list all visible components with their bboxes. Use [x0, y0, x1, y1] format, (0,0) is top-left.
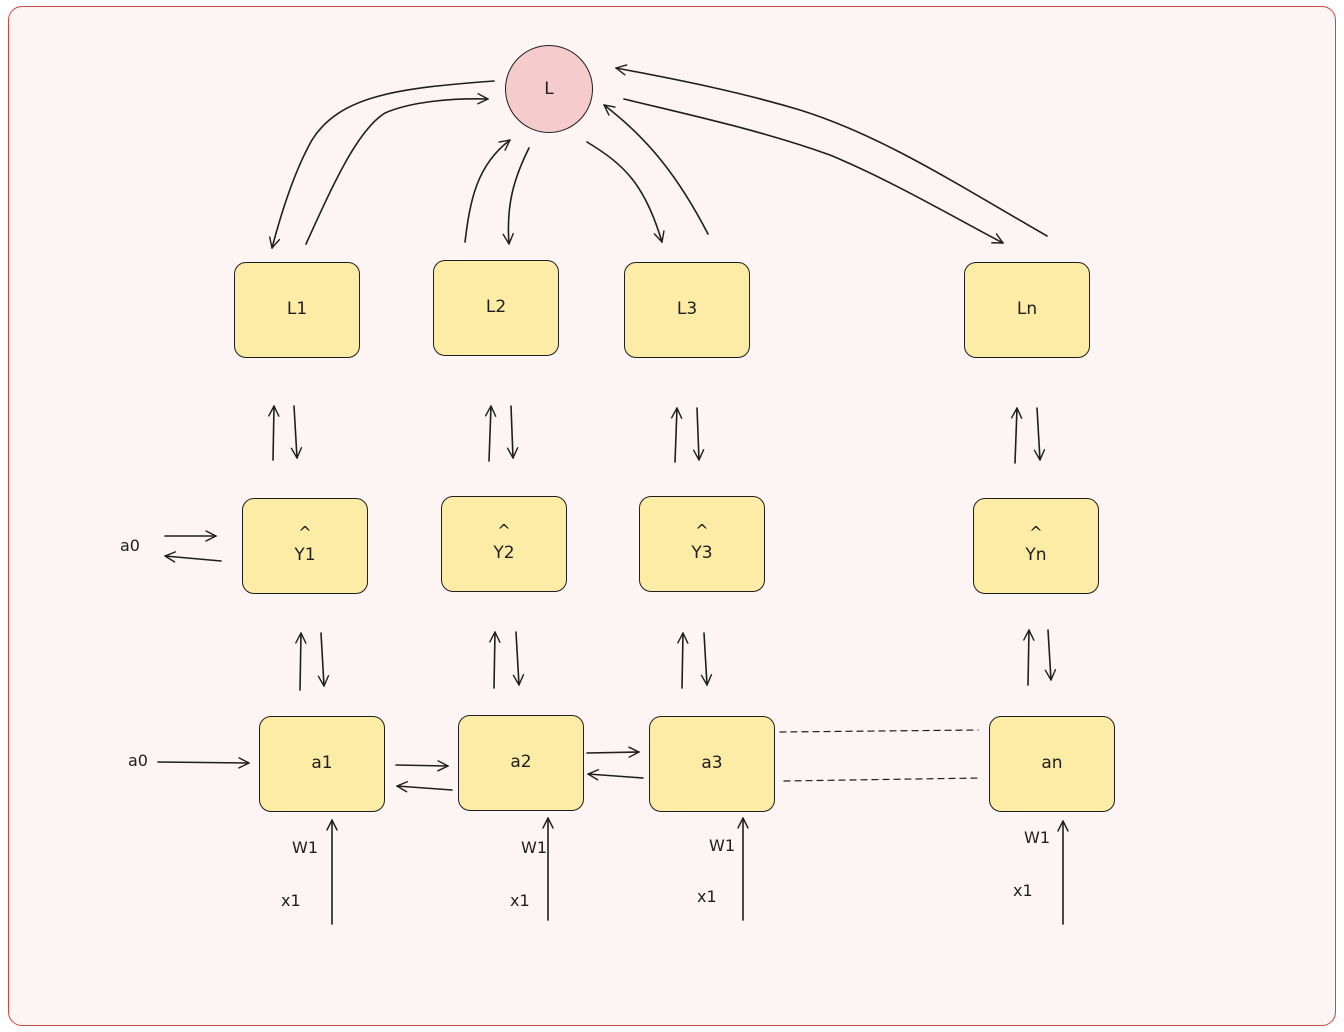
- initial-state-label: a0: [120, 536, 140, 555]
- edge-a2-to-a3: [586, 746, 640, 758]
- loss-node-l1: L1: [234, 262, 360, 358]
- activation-node-a3: a3: [649, 716, 775, 812]
- dashed-link-bottom: [783, 777, 981, 782]
- edge-l1-to-y1: [290, 405, 303, 459]
- edge-l-to-l1: [269, 80, 495, 249]
- edge-a3-to-y3: [677, 632, 689, 689]
- hat-symbol: ^: [1029, 523, 1043, 543]
- input-label: x1: [510, 891, 530, 910]
- loss-node-l3: L3: [624, 262, 750, 358]
- input-label: x1: [281, 891, 301, 910]
- edge-y1-to-a0: [164, 551, 222, 563]
- prediction-node-y3: ^ Y3: [639, 496, 765, 592]
- edge-ln-to-l: [615, 64, 1048, 237]
- edge-y3-to-l3: [670, 407, 683, 463]
- prediction-label: Y2: [493, 543, 515, 564]
- prediction-node-y1: ^ Y1: [242, 498, 368, 594]
- dashed-link-top: [779, 729, 979, 733]
- initial-state-label: a0: [128, 751, 148, 770]
- edge-a1-to-a2: [395, 760, 449, 772]
- activation-node-a1: a1: [259, 716, 385, 812]
- edge-yn-to-an: [1044, 629, 1057, 681]
- edge-a2-to-a1: [396, 781, 453, 793]
- hat-symbol: ^: [298, 523, 312, 543]
- edge-y2-to-l2: [484, 405, 497, 462]
- edge-ln-to-yn: [1033, 407, 1046, 461]
- edge-a1-to-y1: [295, 632, 307, 691]
- input-label: x1: [697, 887, 717, 906]
- edge-y1-to-a1: [317, 632, 330, 687]
- hat-symbol: ^: [497, 521, 511, 541]
- loss-node-l2: L2: [433, 260, 559, 356]
- activation-node-an: an: [989, 716, 1115, 812]
- edge-y2-to-a2: [512, 631, 525, 686]
- edge-l-to-ln: [623, 98, 1004, 244]
- edge-l3-to-l: [603, 104, 709, 235]
- edge-l1-to-l: [305, 93, 489, 245]
- loss-node-ln: Ln: [964, 262, 1090, 358]
- prediction-label: Y3: [691, 543, 713, 564]
- edge-y3-to-a3: [700, 632, 713, 686]
- edge-y1-to-l1: [268, 405, 280, 461]
- edge-a2-to-y2: [489, 631, 501, 689]
- edge-an-to-yn: [1023, 629, 1035, 686]
- prediction-label: Y1: [294, 545, 316, 566]
- weight-label: W1: [292, 838, 318, 857]
- edge-l2-to-y2: [506, 405, 519, 459]
- edge-a0-to-a1: [157, 757, 250, 769]
- input-label: x1: [1013, 881, 1033, 900]
- activation-node-a2: a2: [458, 715, 584, 811]
- edge-a3-to-a2: [587, 769, 644, 781]
- hat-symbol: ^: [695, 521, 709, 541]
- prediction-node-y2: ^ Y2: [441, 496, 567, 592]
- weight-label: W1: [1024, 828, 1050, 847]
- edge-l3-to-y3: [692, 407, 705, 461]
- prediction-node-yn: ^ Yn: [973, 498, 1099, 594]
- weight-label: W1: [709, 836, 735, 855]
- prediction-label: Yn: [1025, 545, 1047, 566]
- edge-l-to-l2: [502, 147, 530, 245]
- edge-l2-to-l: [464, 139, 511, 243]
- weight-label: W1: [521, 838, 547, 857]
- loss-node: L: [505, 45, 593, 133]
- edge-l-to-l3: [586, 141, 665, 243]
- edge-yn-to-ln: [1010, 407, 1023, 464]
